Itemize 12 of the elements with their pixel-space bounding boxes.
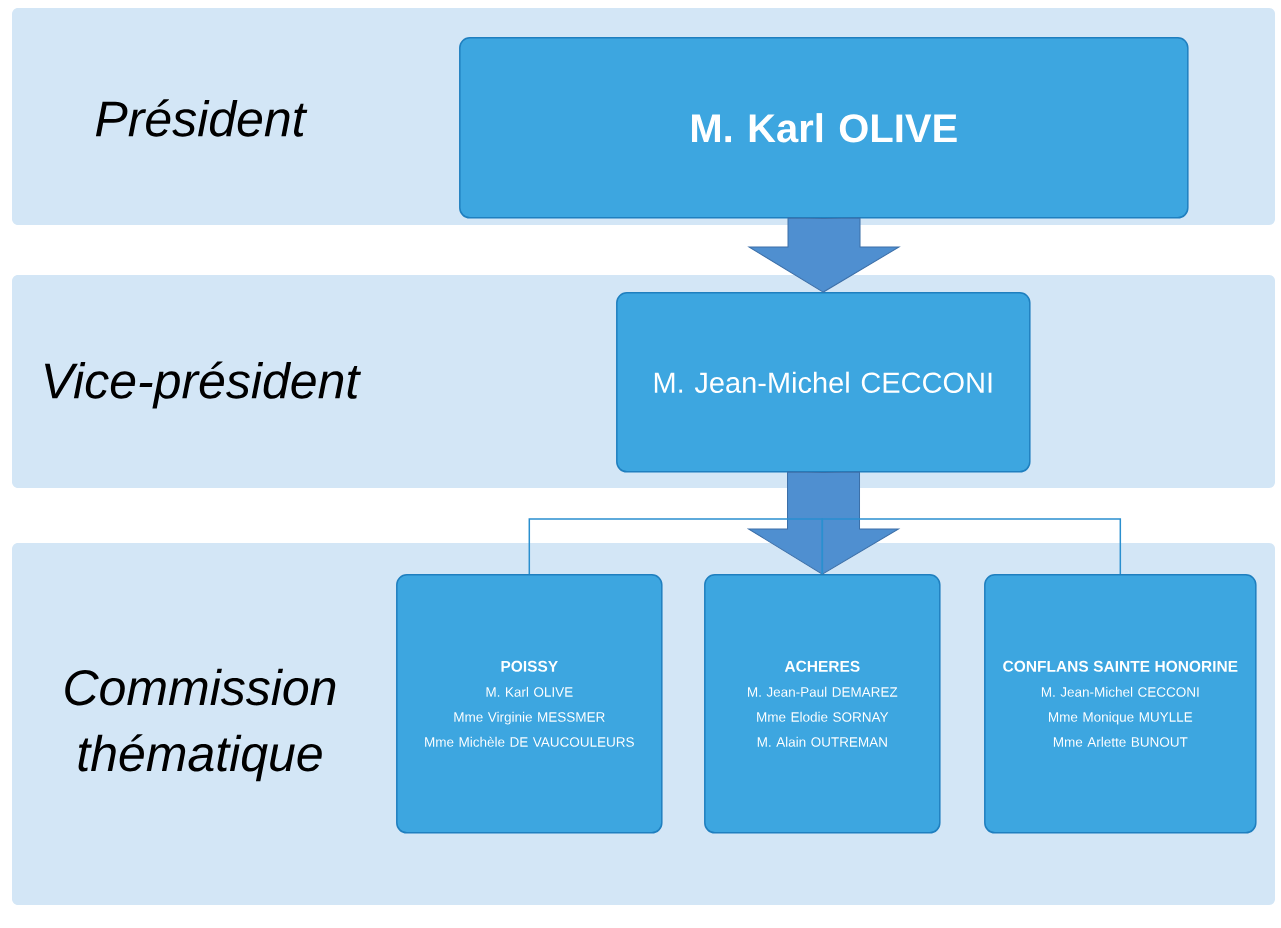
name-box: M. Karl OLIVE <box>459 37 1189 219</box>
connector-line <box>821 518 1122 575</box>
connector-line <box>528 518 824 575</box>
block-arrow <box>748 471 899 575</box>
name-box: CONFLANS SAINTE HONORINE M. Jean-Michel CECCONI Mme Monique MUYLLE Mme Arlette BUNOUT <box>984 574 1257 834</box>
level-label: Président <box>95 99 308 137</box>
name-box: M. Jean-Michel CECCONI <box>616 292 1031 473</box>
level-label: Commission thématique <box>65 668 336 782</box>
level-label: Vice-président <box>45 361 361 409</box>
name-box: ACHERES M. Jean-Paul DEMAREZ Mme Elodie SORNAY M. Alain OUTREMAN <box>704 574 941 834</box>
name-box: POISSY M. Karl OLIVE Mme Virginie MESSMER Mme Michèle DE VAUCOULEURS <box>396 574 663 834</box>
block-arrow <box>748 217 900 293</box>
